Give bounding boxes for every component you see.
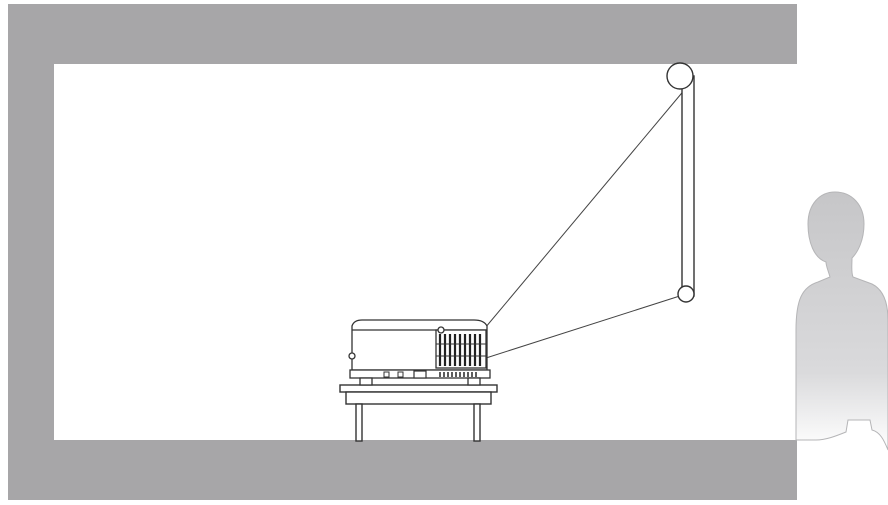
person-silhouette-icon [795,191,888,451]
beam-line-bottom [485,293,687,359]
table-icon [339,384,498,442]
projector-icon [348,319,491,386]
projection-screen-icon [666,62,695,303]
beam-line-top [484,87,687,329]
room-walls [8,4,797,500]
